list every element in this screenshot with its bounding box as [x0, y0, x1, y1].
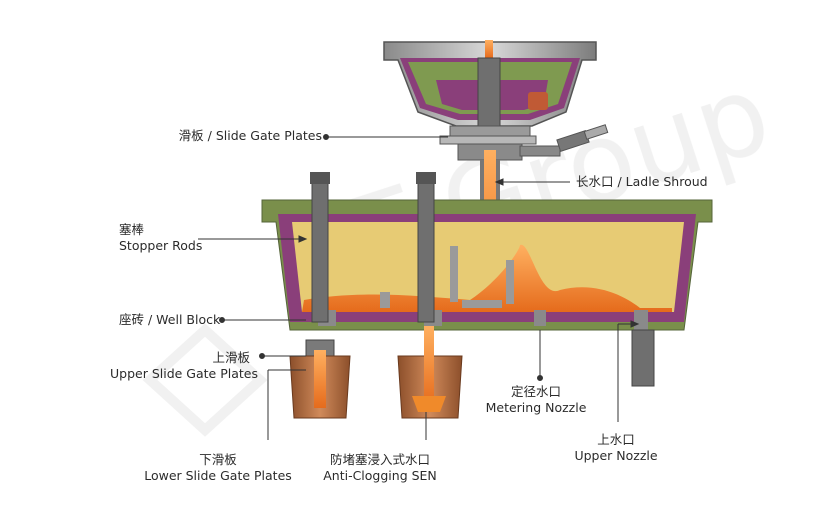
- tundish: [261, 199, 713, 331]
- label-lower-slide: 下滑板 Lower Slide Gate Plates: [144, 452, 292, 484]
- label-sen-cn: 防堵塞浸入式水口: [329, 452, 430, 467]
- label-stopper-rods: 塞棒 Stopper Rods: [119, 222, 202, 254]
- label-upper-nozzle: 上水口 Upper Nozzle: [574, 432, 657, 464]
- label-ladle-shroud: 长水口 / Ladle Shroud: [576, 174, 708, 189]
- label-sen: 防堵塞浸入式水口 Anti-Clogging SEN: [323, 452, 437, 484]
- label-sen-en: Anti-Clogging SEN: [323, 468, 437, 483]
- label-upper-nozzle-en: Upper Nozzle: [574, 448, 658, 463]
- label-upper-slide-cn: 上滑板: [212, 350, 250, 365]
- left-outlet: [289, 339, 351, 419]
- label-upper-slide-en: Upper Slide Gate Plates: [110, 366, 258, 381]
- label-metering-nozzle: 定径水口 Metering Nozzle: [486, 384, 587, 416]
- stopper-rods: [310, 172, 436, 323]
- label-well-block: 座砖 / Well Block: [119, 312, 221, 327]
- label-lower-slide-cn: 下滑板: [199, 452, 237, 467]
- ladle: [383, 40, 609, 161]
- label-upper-nozzle-cn: 上水口: [597, 432, 635, 447]
- label-metering-cn: 定径水口: [510, 384, 562, 399]
- label-stopper-en: Stopper Rods: [119, 238, 203, 253]
- label-slide-gate: 滑板 / Slide Gate Plates: [178, 128, 322, 143]
- leader-lines: [198, 134, 640, 440]
- label-lower-slide-en: Lower Slide Gate Plates: [144, 468, 292, 483]
- label-metering-en: Metering Nozzle: [485, 400, 587, 415]
- label-upper-slide: 上滑板 Upper Slide Gate Plates: [110, 350, 258, 382]
- label-stopper-cn: 塞棒: [119, 222, 145, 237]
- sen-outlet: [397, 326, 463, 419]
